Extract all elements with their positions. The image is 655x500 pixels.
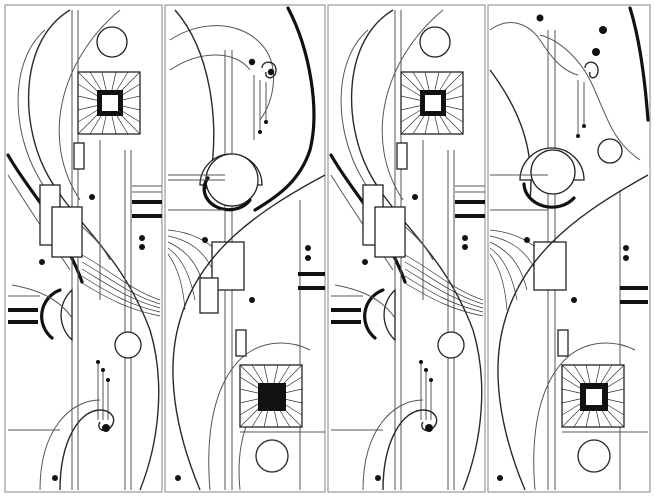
line-art-panels [3,3,652,494]
